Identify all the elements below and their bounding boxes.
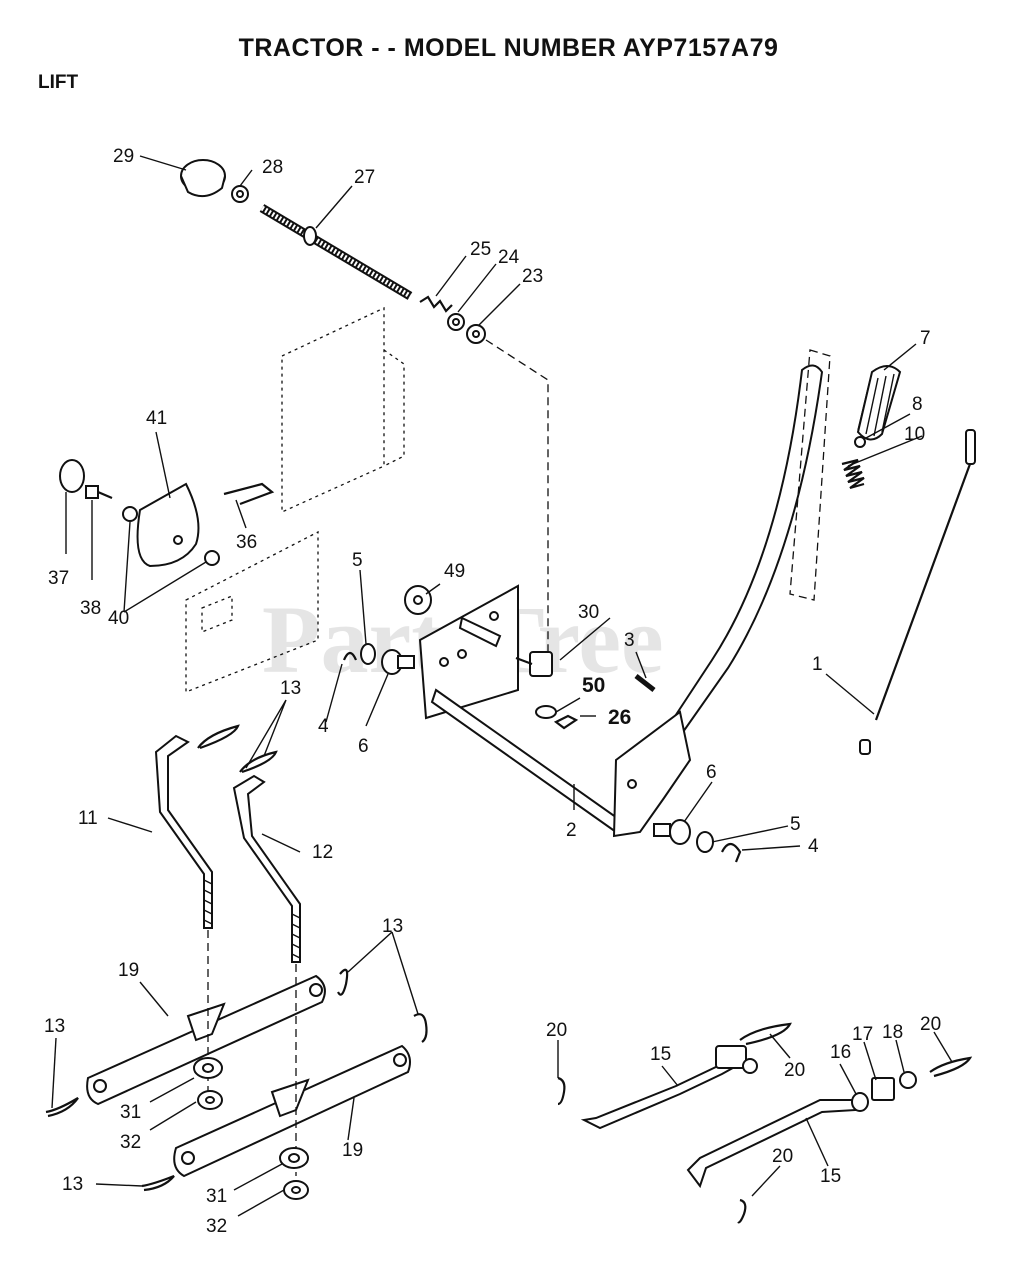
part-11-lift-link[interactable] <box>154 734 213 929</box>
part-26-clip[interactable] <box>553 714 579 730</box>
callout-50: 50 <box>582 674 605 697</box>
callout-38: 38 <box>80 598 101 619</box>
frame-plate-upper <box>281 306 405 514</box>
callout-20-right: 20 <box>920 1014 941 1035</box>
callout-28: 28 <box>262 157 283 178</box>
callout-32-lower: 32 <box>206 1216 227 1237</box>
callout-4-right: 4 <box>808 836 819 857</box>
callout-11: 11 <box>78 808 98 829</box>
leader-lines <box>51 155 953 1217</box>
callout-5-right: 5 <box>790 814 801 835</box>
part-23-nut[interactable] <box>466 324 486 344</box>
callout-13-bottom: 13 <box>62 1174 83 1195</box>
part-28-washer[interactable] <box>231 185 249 203</box>
part-29-knob[interactable] <box>180 159 226 198</box>
part-1-rod[interactable] <box>859 429 976 755</box>
callout-6-right: 6 <box>706 762 717 783</box>
part-37-ring[interactable] <box>59 459 85 493</box>
callout-4-left: 4 <box>318 716 329 737</box>
lift-plate <box>418 584 519 720</box>
part-6-bushing-right[interactable] <box>653 819 691 845</box>
part-24-washer[interactable] <box>447 313 465 331</box>
part-40-washers[interactable] <box>122 506 220 566</box>
part-25-spring[interactable] <box>419 295 453 313</box>
callout-19-lower: 19 <box>342 1140 363 1161</box>
callout-30: 30 <box>578 602 599 623</box>
callout-2: 2 <box>566 820 577 841</box>
callout-20-bottom: 20 <box>772 1146 793 1167</box>
part-31-spacers[interactable] <box>193 1057 309 1169</box>
diagram-title: TRACTOR - - MODEL NUMBER AYP7157A79 <box>238 34 779 62</box>
part-18-ferrule[interactable] <box>899 1071 917 1089</box>
callout-37: 37 <box>48 568 69 589</box>
part-2-lift-shaft[interactable] <box>430 616 622 834</box>
part-13-hairpins-upper[interactable] <box>197 724 278 774</box>
part-36-clip[interactable] <box>223 482 275 506</box>
part-13-hairpins-lower[interactable] <box>45 968 428 1192</box>
callout-27: 27 <box>354 167 375 188</box>
part-30-trunnion[interactable] <box>515 651 553 677</box>
callout-7: 7 <box>920 328 931 349</box>
section-label: LIFT <box>38 72 79 93</box>
handle-extension-dashed <box>789 349 831 601</box>
callout-31-upper: 31 <box>120 1102 141 1123</box>
part-19-lift-arm-upper[interactable] <box>86 974 326 1106</box>
callout-25: 25 <box>470 239 491 260</box>
callout-36: 36 <box>236 532 257 553</box>
callout-10: 10 <box>904 424 925 445</box>
part-17-block[interactable] <box>871 1077 895 1101</box>
callout-17: 17 <box>852 1024 873 1045</box>
callout-15-upper: 15 <box>650 1044 671 1065</box>
part-15-link-left[interactable] <box>580 1045 758 1130</box>
callout-18: 18 <box>882 1022 903 1043</box>
callout-labels: 29 28 27 25 24 23 7 8 10 41 36 37 38 40 … <box>44 146 941 1237</box>
part-3-pin[interactable] <box>634 674 656 692</box>
part-4-clip-right[interactable] <box>721 842 742 863</box>
callout-13-left: 13 <box>44 1016 65 1037</box>
callout-8: 8 <box>912 394 923 415</box>
callout-29: 29 <box>113 146 134 167</box>
part-4-clip-left[interactable] <box>342 651 358 661</box>
part-5-washer-left[interactable] <box>360 643 376 665</box>
callout-20-mid: 20 <box>784 1060 805 1081</box>
part-12-lift-link[interactable] <box>232 774 301 963</box>
callout-15-lower: 15 <box>820 1166 841 1187</box>
callout-31-lower: 31 <box>206 1186 227 1207</box>
part-6-bushing-left[interactable] <box>381 649 415 675</box>
callout-24: 24 <box>498 247 520 268</box>
callout-23: 23 <box>522 266 543 287</box>
callout-3: 3 <box>624 630 635 651</box>
callout-6-left: 6 <box>358 736 369 757</box>
callout-12: 12 <box>312 842 333 863</box>
part-49-bushing[interactable] <box>404 585 432 615</box>
part-5-washer-right[interactable] <box>696 831 714 853</box>
part-27-threaded-rod[interactable] <box>259 204 413 300</box>
part-7-grip[interactable] <box>856 365 902 441</box>
frame-plate-lower <box>185 530 319 693</box>
part-8-ball[interactable] <box>854 436 866 448</box>
part-32-nuts[interactable] <box>197 1090 309 1200</box>
callout-13-upper: 13 <box>280 678 301 699</box>
callout-26: 26 <box>608 706 631 729</box>
callout-41: 41 <box>146 408 167 429</box>
callout-20-left: 20 <box>546 1020 567 1041</box>
callout-13-mid: 13 <box>382 916 403 937</box>
callout-16: 16 <box>830 1042 851 1063</box>
part-50-washer[interactable] <box>535 705 557 719</box>
callout-49: 49 <box>444 561 465 582</box>
callout-32-upper: 32 <box>120 1132 141 1153</box>
part-41-handle-bracket[interactable] <box>136 482 200 568</box>
part-20-hairpins[interactable] <box>557 1022 973 1224</box>
part-16-washer[interactable] <box>851 1092 869 1112</box>
callout-19-upper: 19 <box>118 960 139 981</box>
callout-40: 40 <box>108 608 129 629</box>
callout-5-upper: 5 <box>352 550 363 571</box>
part-38-bolt[interactable] <box>85 485 113 500</box>
callout-1: 1 <box>812 654 823 675</box>
